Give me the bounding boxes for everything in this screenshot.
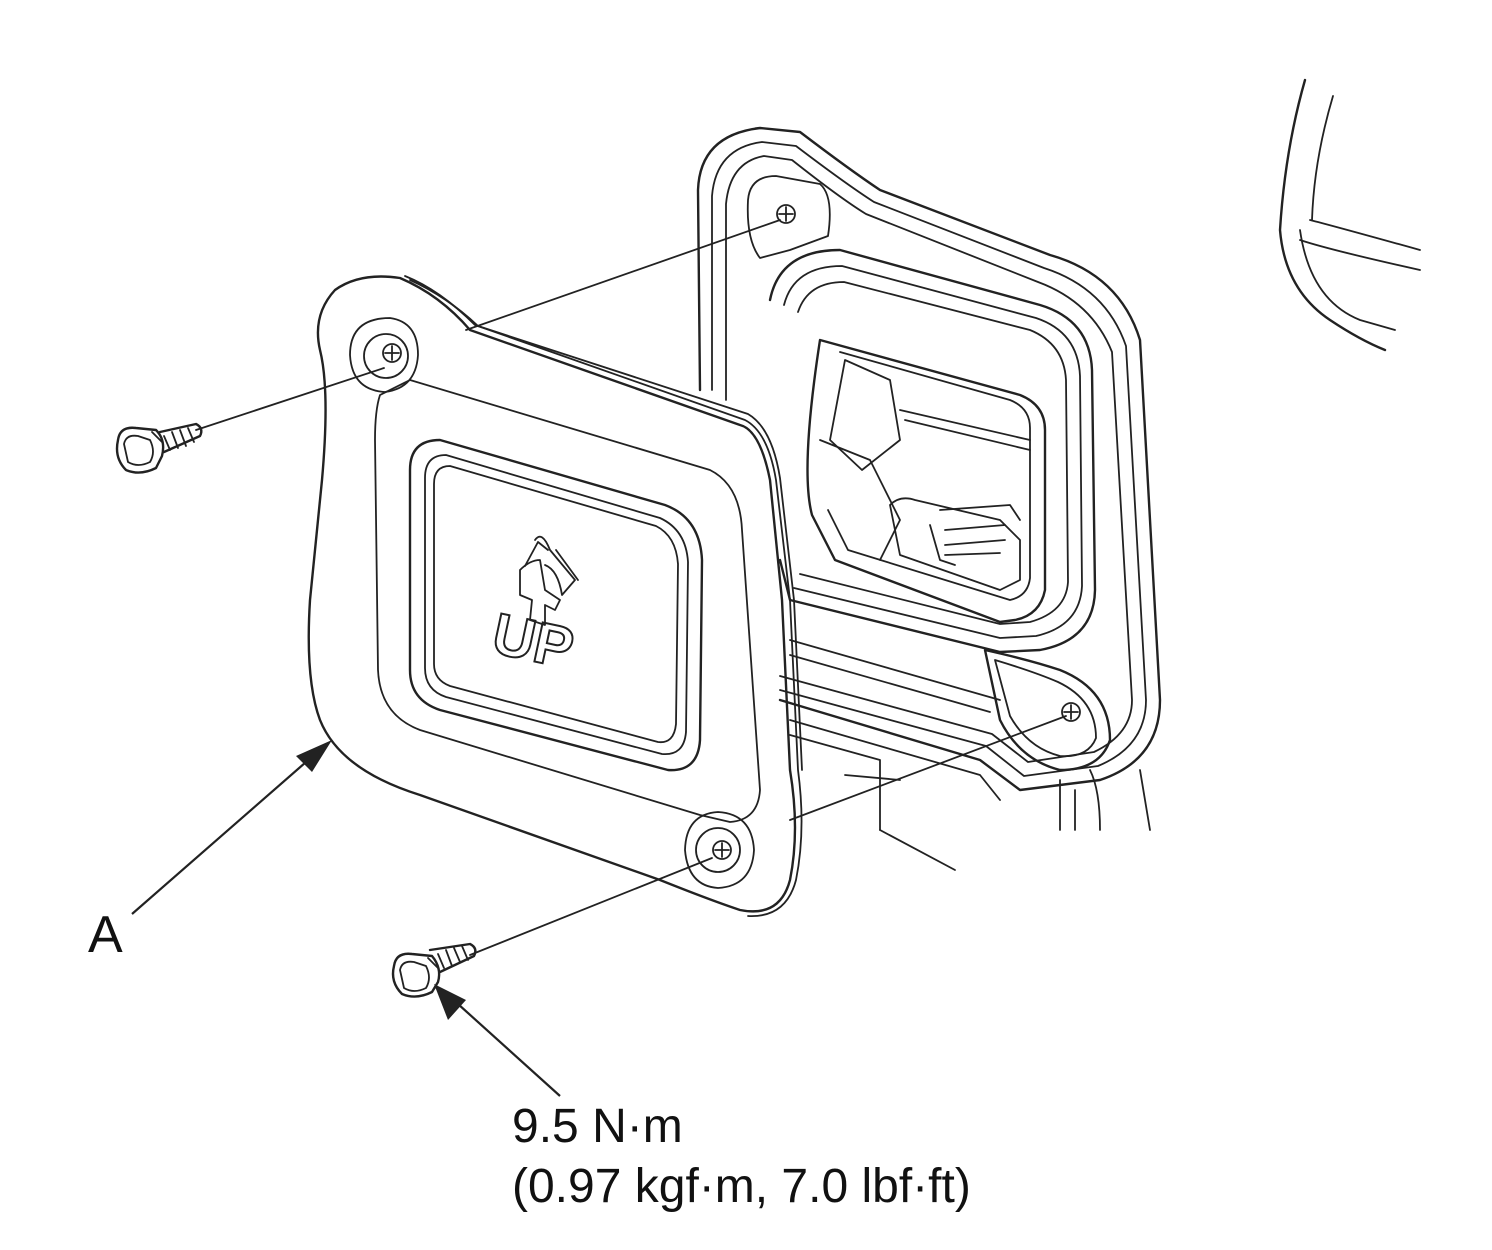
torque-leader [434, 984, 561, 1097]
cover-plate-a [307, 275, 803, 917]
part-embossing-label: UP [487, 601, 579, 681]
housing-bolt-hole-top [776, 204, 796, 224]
torque-spec: 9.5 N·m (0.97 kgf·m, 7.0 lbf·ft) [512, 1100, 971, 1213]
cover-embossed-text: UP [486, 600, 580, 682]
callout-a-leader [131, 740, 332, 915]
alignment-lines [195, 219, 1067, 956]
torque-spec-line2: (0.97 kgf·m, 7.0 lbf·ft) [512, 1160, 971, 1213]
adjacent-part-outline [1278, 78, 1421, 352]
bolt-lower [391, 942, 477, 998]
bolt-upper [115, 422, 203, 474]
callout-a-label: A [88, 906, 123, 964]
housing-body [696, 126, 1162, 871]
torque-spec-line1: 9.5 N·m [512, 1100, 683, 1153]
